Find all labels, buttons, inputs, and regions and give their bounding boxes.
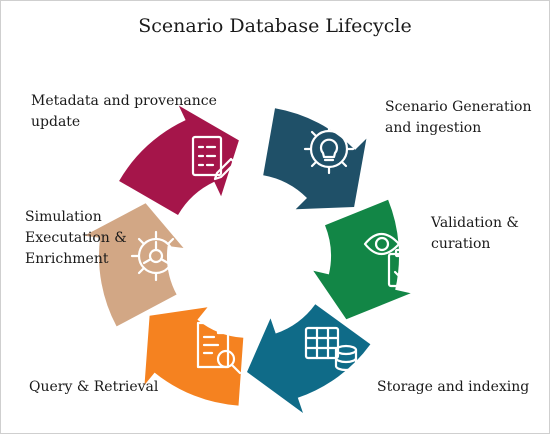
- segment-simulation: [84, 203, 184, 327]
- stage-label-validation: Validation & curation: [431, 215, 519, 252]
- stage-label-scenario-generation: Scenario Generation and ingestion: [385, 99, 532, 136]
- gear-icon: [130, 230, 182, 282]
- diagram-title: Scenario Database Lifecycle: [138, 15, 412, 37]
- eye-clipboard-check-icon: [363, 232, 417, 288]
- stage-label-simulation: Simulation Executation & Enrichment: [25, 209, 127, 267]
- stage-label-storage: Storage and indexing: [377, 379, 530, 395]
- checklist-edit-icon: [191, 135, 237, 181]
- document-search-icon: [196, 321, 242, 375]
- stage-label-metadata: Metadata and provenance update: [31, 93, 217, 130]
- segment-query: [144, 307, 244, 406]
- lightbulb-gear-icon: [303, 123, 355, 175]
- segment-validation: [313, 199, 411, 320]
- table-database-icon: [304, 326, 358, 372]
- segment-metadata: [119, 105, 239, 215]
- stage-label-query: Query & Retrieval: [29, 379, 159, 395]
